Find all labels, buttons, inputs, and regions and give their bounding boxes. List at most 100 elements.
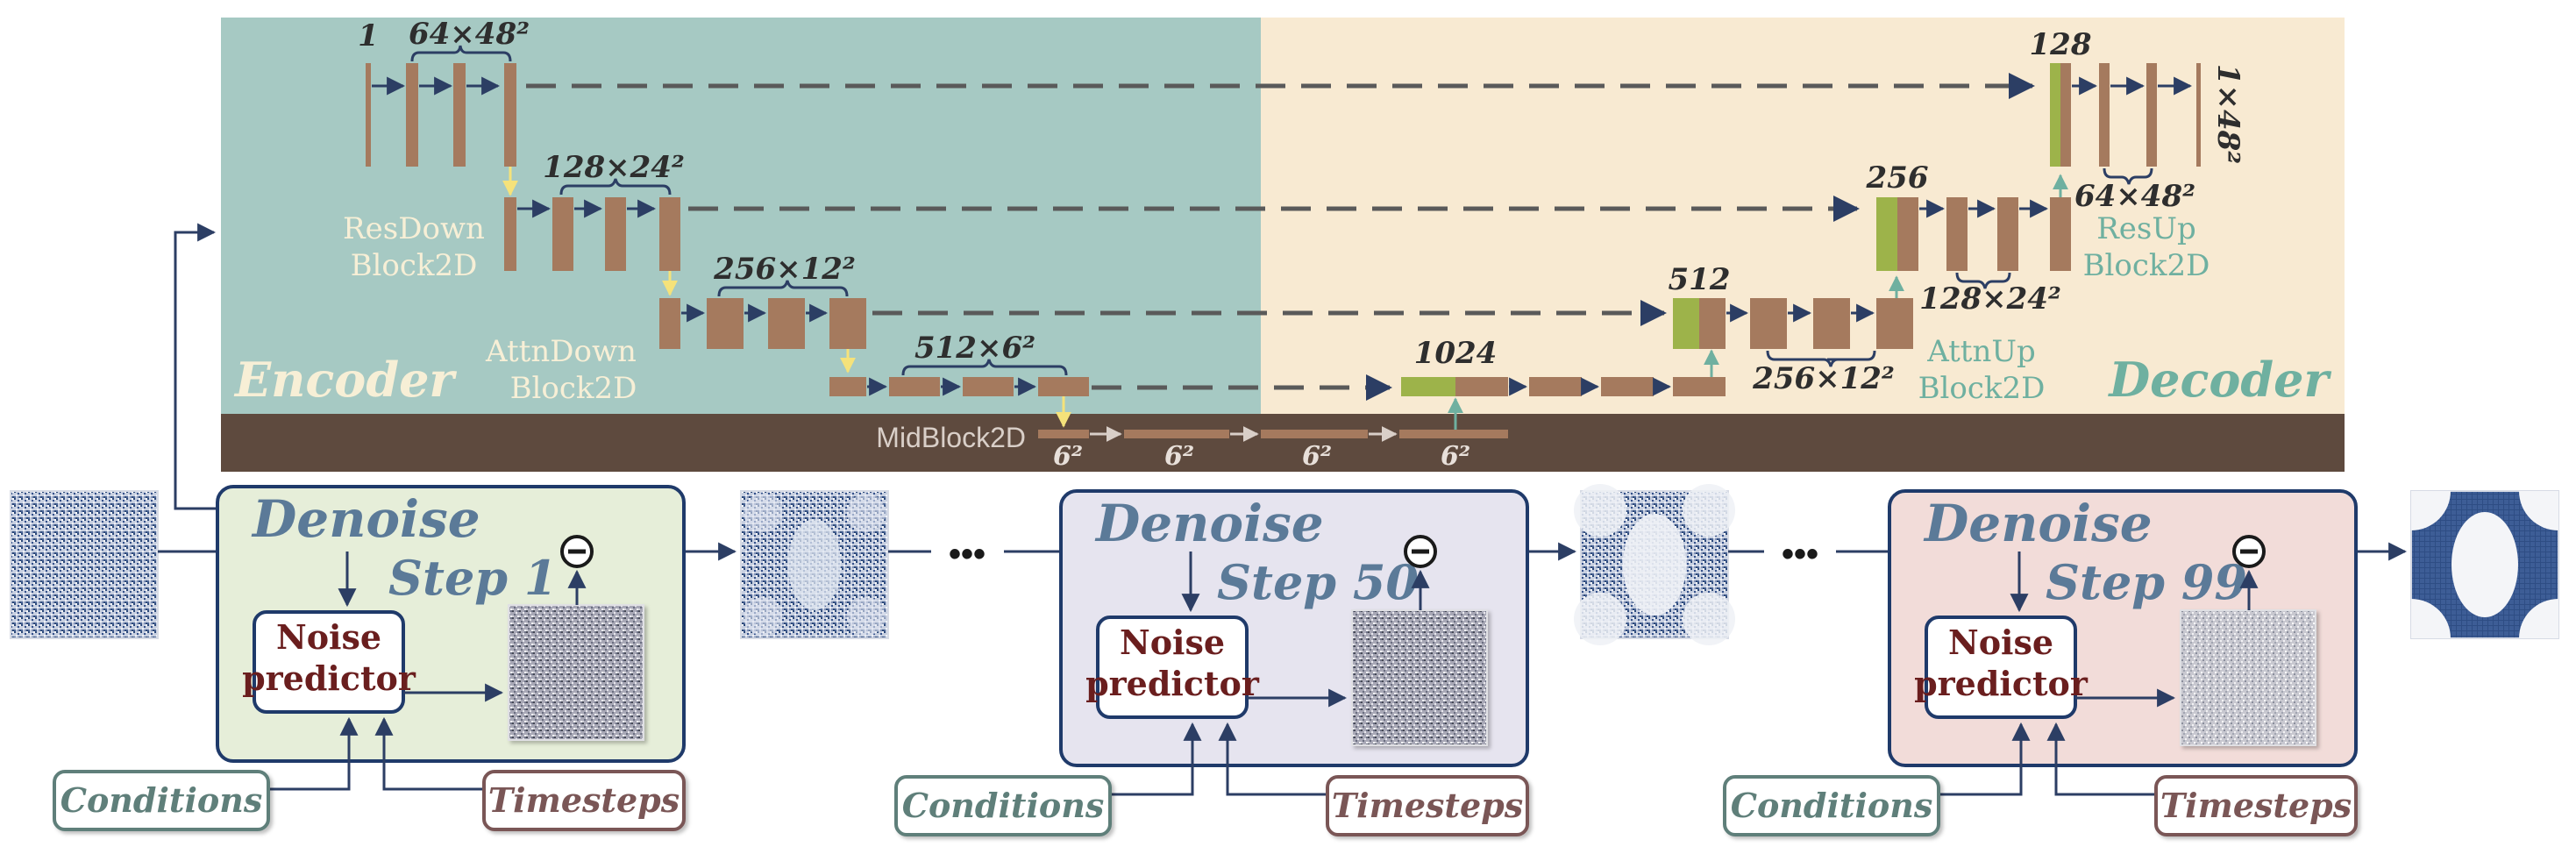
concat-block — [1876, 197, 1897, 271]
dec-block — [1673, 377, 1726, 396]
denoise-pipeline: ••• ••• Denoise Step 1 Noise predictor D… — [10, 484, 2559, 836]
enc-block — [453, 63, 466, 167]
decoder-level-4: 1024 — [1401, 336, 1726, 396]
enc-block — [406, 63, 418, 167]
unet-link-arrow — [174, 223, 221, 510]
output-block — [2196, 63, 2201, 167]
mid-block — [1038, 430, 1089, 438]
enc-level-1-label: 64×48² — [409, 17, 530, 52]
step-50-predictor-line2: predictor — [1085, 664, 1260, 703]
decoder-level-2: 256 128×24² ResUp Block2D — [1866, 160, 2210, 317]
enc-block — [504, 63, 516, 167]
dec-block — [1897, 197, 1918, 271]
dec-block — [1997, 197, 2018, 271]
inputs-step-50: Conditions Timesteps — [894, 722, 1529, 836]
enc-level-3-label: 256×12² — [713, 252, 856, 287]
step-99-conditions-chip — [1723, 775, 1940, 836]
decoder-background — [1261, 18, 2345, 414]
enc-level-4-label: 512×6² — [914, 331, 1035, 366]
ellipsis-1: ••• — [949, 535, 986, 573]
attndown-label-line2: Block2D — [510, 371, 637, 406]
denoise-step-99: Denoise Step 99 Noise predictor — [1888, 489, 2358, 767]
step-50-timesteps-label: Timesteps — [1332, 786, 1523, 825]
dec-block — [1750, 298, 1787, 349]
attnup-label-line1: AttnUp — [1926, 334, 2036, 369]
dec-block — [1876, 298, 1913, 349]
enc-block — [659, 298, 680, 349]
brace — [717, 280, 849, 297]
step-99-noise-predictor — [1925, 616, 2077, 719]
step-1-noise-predictor — [253, 610, 405, 714]
step-99-predictor-line1: Noise — [1948, 623, 2053, 662]
enc-block — [1038, 377, 1089, 396]
step-1-predicted-noise — [508, 604, 644, 741]
enc-block — [707, 298, 744, 349]
midblock-background — [221, 414, 2345, 472]
decoder-label: Decoder — [2107, 352, 2331, 408]
attnup-label-line2: Block2D — [1918, 371, 2046, 406]
dec-ch-1-label: 128 — [2030, 27, 2092, 62]
mid-block — [1124, 430, 1229, 438]
decoder-level-1: 128 64×48² 1×48² — [2030, 27, 2245, 214]
mid-size-3: 6² — [1302, 441, 1332, 472]
step-50-timesteps-chip — [1326, 775, 1529, 836]
dec-ch-4-label: 1024 — [1414, 336, 1498, 371]
midblock-label: MidBlock2D — [876, 422, 1026, 453]
concat-block — [1673, 298, 1699, 349]
enc-block — [366, 63, 371, 167]
mid-block — [1399, 430, 1508, 438]
enc-level-2-label: 128×24² — [543, 150, 685, 185]
output-size-label: 1×48² — [2210, 64, 2245, 164]
brace — [1955, 272, 2011, 289]
step-50-conditions-chip — [894, 775, 1112, 836]
step-1-timesteps-label: Timesteps — [488, 780, 680, 820]
unet-panel: 1 64×48² 128×24² ResDown Block2D — [221, 17, 2345, 472]
step-1-label: Step 1 — [388, 550, 557, 606]
dec-ch-2-label: 256 — [1866, 160, 1929, 196]
dec-level-2-label: 128×24² — [1919, 281, 2061, 317]
resdown-label-line2: Block2D — [351, 248, 478, 283]
enc-block — [552, 197, 573, 271]
brace — [410, 45, 512, 62]
step-1-predictor-line1: Noise — [276, 617, 381, 657]
resup-label-line1: ResUp — [2096, 211, 2196, 246]
resdown-label-line1: ResDown — [343, 211, 485, 246]
dec-block — [1699, 298, 1726, 349]
encoder-level-2: 128×24² ResDown Block2D — [343, 150, 685, 296]
dec-level-3-label: 256×12² — [1752, 361, 1895, 396]
partial-image-2 — [1574, 484, 1735, 645]
denoise-step-50: Denoise Step 50 Noise predictor — [1059, 489, 1529, 767]
step-99-title: Denoise — [1923, 494, 2153, 553]
encoder-label: Encoder — [233, 352, 457, 408]
step-99-timesteps-label: Timesteps — [2160, 786, 2352, 825]
step-1-timesteps-chip — [482, 770, 686, 831]
enc-block — [829, 298, 866, 349]
denoise-step-1: Denoise Step 1 Noise predictor — [216, 485, 686, 763]
dec-block — [2099, 63, 2110, 167]
step-50-title: Denoise — [1094, 494, 1324, 553]
input-channels-label: 1 — [358, 18, 379, 53]
brace — [901, 359, 1068, 376]
mid-size-4: 6² — [1441, 441, 1470, 472]
dec-level-1-label: 64×48² — [2074, 179, 2195, 214]
step-50-predictor-line1: Noise — [1120, 623, 1225, 662]
brace — [2103, 167, 2153, 185]
ellipsis-2: ••• — [1782, 535, 1818, 573]
concat-block — [2050, 63, 2060, 167]
mid-block — [1261, 430, 1368, 438]
step-1-title: Denoise — [251, 489, 480, 549]
mid-size-2: 6² — [1164, 441, 1194, 472]
midblock-chain: MidBlock2D 6² 6² 6² 6² — [876, 397, 1508, 472]
attndown-label-line1: AttnDown — [485, 334, 637, 369]
enc-block — [659, 197, 680, 271]
encoder-level-1: 1 64×48² — [358, 17, 530, 196]
dec-block — [1601, 377, 1654, 396]
mid-size-1: 6² — [1053, 441, 1083, 472]
concat-block — [1401, 377, 1455, 396]
inputs-step-1: Conditions Timesteps — [53, 716, 686, 831]
dec-block — [1455, 377, 1508, 396]
step-1-predictor-line2: predictor — [242, 658, 416, 698]
final-output-image — [2410, 490, 2559, 639]
inputs-step-99: Conditions Timesteps — [1723, 722, 2358, 836]
enc-block — [963, 377, 1014, 396]
